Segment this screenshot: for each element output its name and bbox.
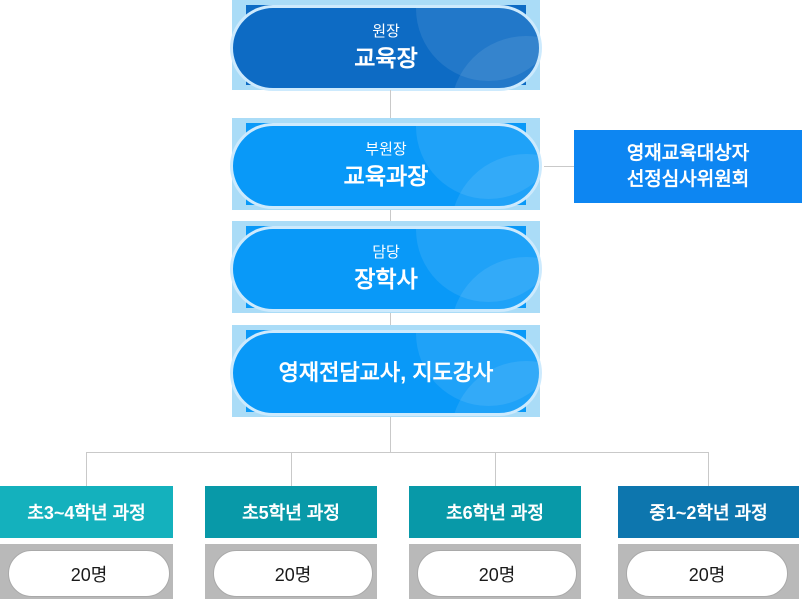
- connector-v4: [390, 417, 391, 452]
- teachers-pill: 영재전담교사, 지도강사: [230, 330, 542, 416]
- capacity-pill: 20명: [417, 550, 577, 597]
- connector-drop-2: [291, 452, 292, 486]
- role-label: 부원장: [365, 141, 407, 159]
- capacity-label: 20명: [478, 564, 516, 585]
- capacity-pill: 20명: [8, 550, 170, 597]
- course-label: 초5학년 과정: [242, 503, 340, 523]
- connector-v1: [390, 90, 391, 118]
- course-header-middle1-2: 중1~2학년 과정: [618, 486, 799, 538]
- vice-director-pill: 부원장 교육과장: [230, 123, 542, 209]
- connector-v3: [390, 313, 391, 325]
- node-vice-director: 부원장 교육과장: [230, 118, 542, 210]
- capacity-label: 20명: [274, 564, 312, 585]
- node-director: 원장 교육장: [230, 0, 542, 91]
- node-teachers: 영재전담교사, 지도강사: [230, 325, 542, 417]
- course-label: 중1~2학년 과정: [649, 503, 768, 523]
- title-label: 교육장: [354, 45, 418, 72]
- connector-drop-1: [86, 452, 87, 486]
- connector-drop-3: [495, 452, 496, 486]
- title-label: 교육과장: [343, 163, 429, 190]
- title-label: 영재전담교사, 지도강사: [278, 360, 494, 386]
- director-pill: 원장 교육장: [230, 5, 542, 91]
- connector-drop-4: [708, 452, 709, 486]
- capacity-label: 20명: [688, 564, 726, 585]
- capacity-pill: 20명: [213, 550, 373, 597]
- course-header-elem6: 초6학년 과정: [409, 486, 581, 538]
- supervisor-pill: 담당 장학사: [230, 226, 542, 312]
- course-label: 초6학년 과정: [446, 503, 544, 523]
- connector-tree-horizontal: [86, 452, 708, 453]
- capacity-pill: 20명: [626, 550, 788, 597]
- role-label: 담당: [372, 244, 400, 262]
- committee-line2: 선정심사위원회: [626, 168, 750, 190]
- role-label: 원장: [372, 23, 400, 41]
- capacity-label: 20명: [70, 564, 108, 585]
- connector-v2: [390, 210, 391, 221]
- committee-line1: 영재교육대상자: [626, 143, 750, 165]
- course-label: 초3~4학년 과정: [27, 503, 146, 523]
- title-label: 장학사: [354, 266, 418, 293]
- course-header-elem3-4: 초3~4학년 과정: [0, 486, 173, 538]
- node-supervisor: 담당 장학사: [230, 221, 542, 313]
- committee-box: 영재교육대상자 선정심사위원회: [574, 130, 802, 203]
- connector-committee: [544, 166, 574, 167]
- course-header-elem5: 초5학년 과정: [205, 486, 377, 538]
